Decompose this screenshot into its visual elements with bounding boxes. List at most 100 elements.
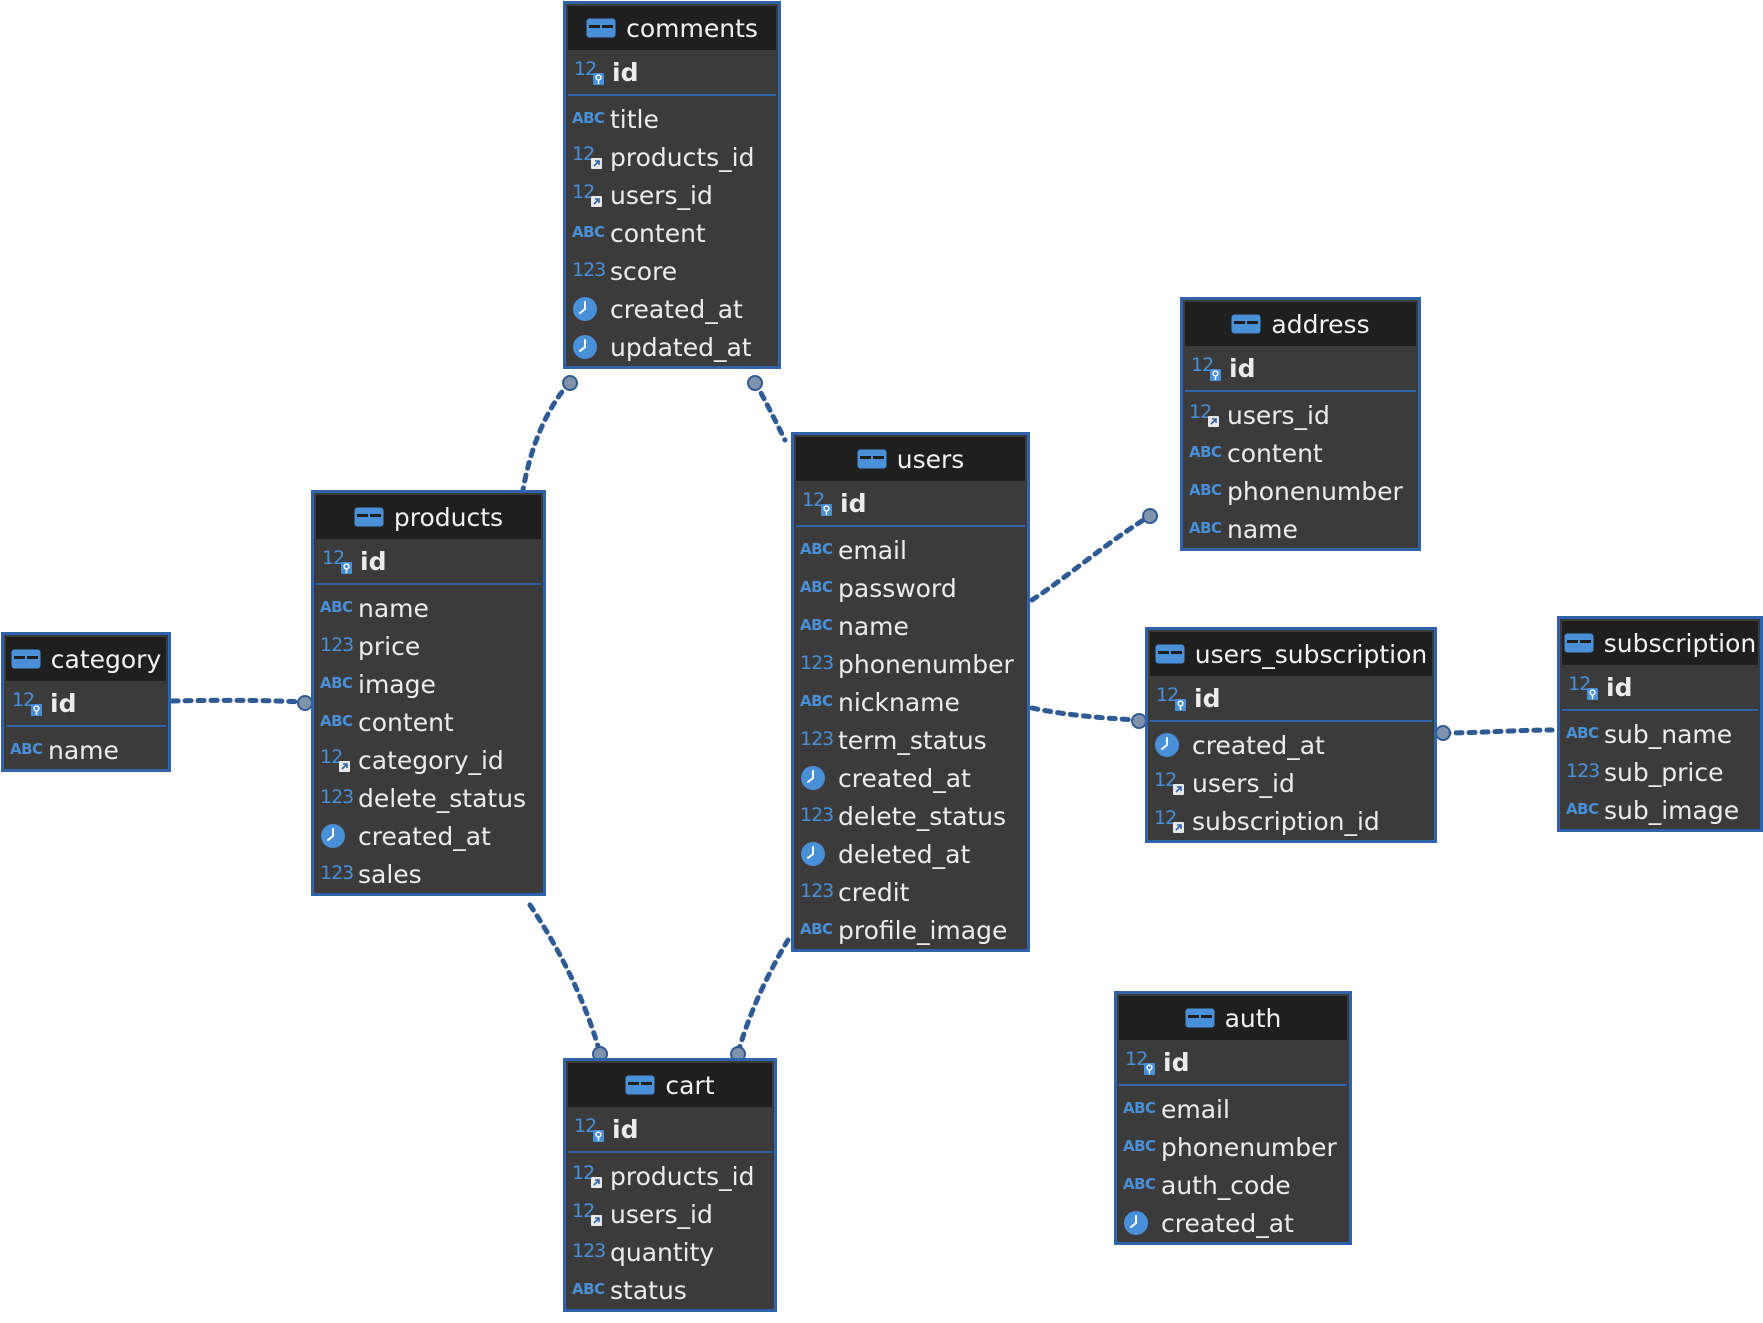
svg-text:12: 12 <box>1156 684 1178 706</box>
column-row[interactable]: ABC content <box>566 214 778 252</box>
connector-users-subscription-subscription[interactable] <box>1440 727 1555 736</box>
connector-category-products[interactable] <box>169 697 308 705</box>
entity-header[interactable]: subscription <box>1562 621 1758 665</box>
column-name: sales <box>358 859 422 889</box>
entity-header[interactable]: products <box>316 495 541 539</box>
svg-text:12: 12 <box>1154 807 1176 829</box>
column-name: email <box>1161 1094 1230 1124</box>
connector-comments-users[interactable] <box>752 379 788 443</box>
connector-users-cart[interactable] <box>735 937 791 1056</box>
svg-text:12: 12 <box>1191 354 1213 376</box>
svg-text:ABC: ABC <box>800 616 833 634</box>
column-row[interactable]: updated_at <box>566 328 778 366</box>
svg-text:ABC: ABC <box>572 223 605 241</box>
text-type-icon: ABC <box>320 674 354 692</box>
connector-comments-products[interactable] <box>520 379 573 493</box>
table-icon <box>625 1075 655 1095</box>
svg-text:ABC: ABC <box>572 109 605 127</box>
column-row[interactable]: created_at <box>794 759 1027 797</box>
number-type-icon: 123 <box>800 880 834 902</box>
connector-users-address[interactable] <box>1029 513 1153 603</box>
svg-text:123: 123 <box>800 880 833 902</box>
entity-header[interactable]: cart <box>568 1063 772 1107</box>
column-name: content <box>610 218 706 248</box>
entity-header[interactable]: users_subscription <box>1150 632 1432 676</box>
connector-products-cart[interactable] <box>527 902 603 1056</box>
entity-header[interactable]: comments <box>568 6 776 50</box>
svg-text:123: 123 <box>320 634 353 656</box>
entity-header[interactable]: users <box>796 437 1025 481</box>
entity-header[interactable]: address <box>1185 302 1416 346</box>
column-row[interactable]: created_at <box>1148 726 1434 764</box>
entity-header[interactable]: auth <box>1119 996 1347 1040</box>
column-name: content <box>1227 438 1323 468</box>
entity-title: users_subscription <box>1194 639 1428 669</box>
entity-header[interactable]: category <box>6 637 166 681</box>
column-row[interactable]: created_at <box>1117 1204 1349 1242</box>
column-row[interactable]: created_at <box>314 817 543 855</box>
column-row[interactable]: created_at <box>566 290 778 328</box>
svg-text:ABC: ABC <box>800 540 833 558</box>
column-name: phonenumber <box>1227 476 1403 506</box>
connector-users-users-subscription[interactable] <box>1029 705 1140 723</box>
column-row[interactable]: deleted_at <box>794 835 1027 873</box>
